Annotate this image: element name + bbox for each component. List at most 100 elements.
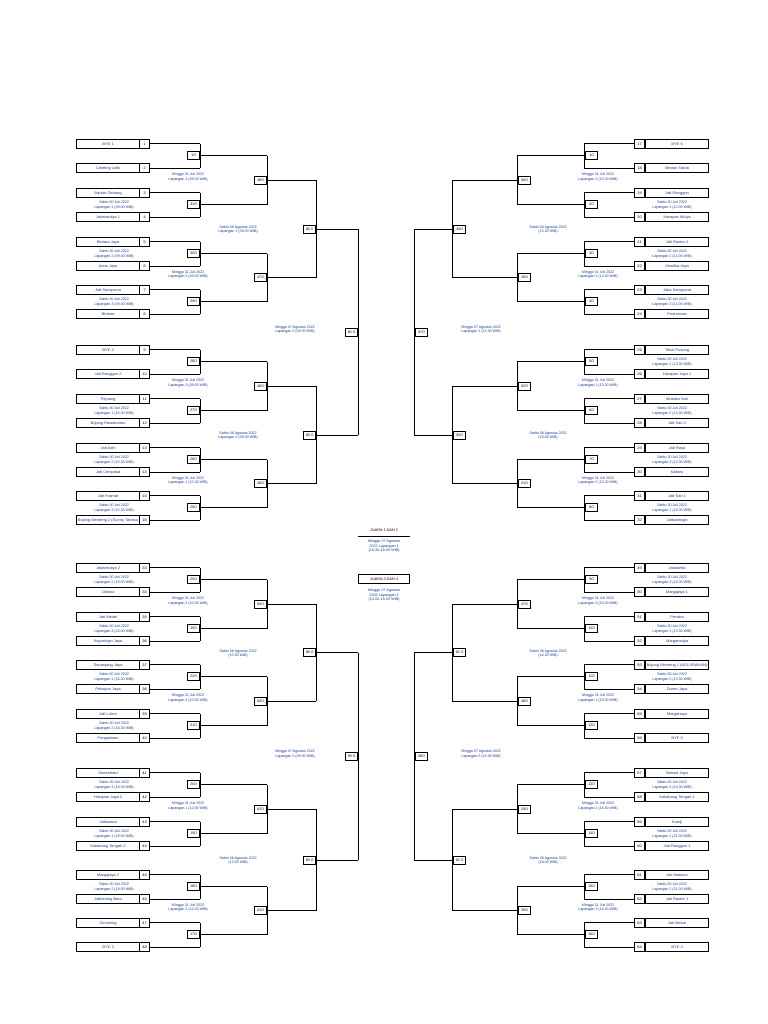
bracket-line xyxy=(452,385,517,387)
winner-box: 28O xyxy=(187,357,200,367)
winner-box: 18O xyxy=(187,882,200,892)
bracket-team: Jati Asih xyxy=(76,442,140,453)
bracket-team: Jati Luhur xyxy=(76,708,140,719)
bracket-line xyxy=(584,422,634,424)
bracket-line xyxy=(150,192,200,193)
seed-number: 22 xyxy=(634,261,645,271)
winner-box: 19O xyxy=(187,624,200,634)
winner-box: 60O xyxy=(254,599,267,609)
seed-number: 56 xyxy=(634,733,645,743)
bracket-team: Margamulya xyxy=(645,636,709,646)
seed-number: 1 xyxy=(139,138,150,149)
bracket-team: Jati Kramat xyxy=(76,490,140,501)
seed-number: 36 xyxy=(139,636,150,646)
bracket-line xyxy=(452,483,517,485)
bracket-line xyxy=(150,772,200,773)
bracket-line xyxy=(267,277,316,279)
seed-number: 40 xyxy=(139,733,150,743)
bracket-line xyxy=(584,241,634,242)
seed-number: 19 xyxy=(634,187,645,198)
bracket-line xyxy=(150,713,200,714)
winner-box: 27O xyxy=(187,406,200,416)
bracket-line xyxy=(583,447,585,472)
bracket-line xyxy=(584,591,634,593)
bracket-line xyxy=(150,398,200,399)
bracket-line xyxy=(584,713,634,714)
winner-box: 26O xyxy=(187,455,200,465)
bracket-team: Duren Jaya xyxy=(645,684,709,694)
winner-box: 1O xyxy=(585,151,598,161)
winner-box: 48O xyxy=(254,175,267,185)
bracket-line xyxy=(583,922,585,947)
bracket-team: Jabarmulya 1 xyxy=(76,212,140,222)
winner-box: 60 O xyxy=(345,327,358,337)
bracket-line xyxy=(516,579,518,629)
bracket-line xyxy=(451,809,453,911)
bracket-line xyxy=(267,700,316,702)
bracket-team: Harapan Jaya 2 xyxy=(76,792,140,802)
seed-number: 23 xyxy=(634,284,645,295)
winner-box: 2O xyxy=(585,200,598,210)
bracket-line xyxy=(517,253,584,255)
seed-number: 21 xyxy=(634,236,645,247)
bracket-team: BYE 4 xyxy=(645,942,709,952)
seed-number: 28 xyxy=(634,418,645,428)
seed-number: 9 xyxy=(139,344,150,355)
bracket-line xyxy=(583,874,585,899)
bracket-line xyxy=(200,934,267,936)
bracket-team: Kranji xyxy=(645,816,709,827)
bracket-line xyxy=(583,772,585,797)
bracket-line xyxy=(150,946,200,948)
seed-number: 2 xyxy=(139,163,150,173)
winner-box: 58 O xyxy=(303,648,316,658)
bracket-line xyxy=(357,652,359,860)
seed-number: 55 xyxy=(634,708,645,719)
bracket-team: Bekasi Jaya xyxy=(645,767,709,778)
seed-number: 53 xyxy=(634,659,645,670)
bracket-line xyxy=(516,784,518,834)
bracket-team: Cikiwul xyxy=(76,587,140,597)
winner-box: 49O xyxy=(518,273,531,283)
seed-number: 64 xyxy=(634,942,645,952)
bracket-line xyxy=(584,845,634,847)
bracket-line xyxy=(150,471,200,473)
bracket-line xyxy=(150,313,200,315)
seed-number: 54 xyxy=(634,684,645,694)
bracket-team: Jati Makmur xyxy=(645,869,709,880)
match-schedule: Sabtu 06 Agustus 2022(10.30 WIB) xyxy=(219,648,257,658)
bracket-line xyxy=(584,664,634,665)
bracket-line xyxy=(150,167,200,169)
bracket-team: Bojong Menteng 2 (Sunny Tarasu) xyxy=(76,515,140,525)
bracket-line xyxy=(583,713,585,738)
bracket-line xyxy=(150,567,200,568)
bracket-line xyxy=(584,495,634,496)
bracket-line xyxy=(316,652,358,654)
bracket-line xyxy=(316,434,358,436)
winner-box: 50O xyxy=(453,430,466,440)
seed-number: 34 xyxy=(139,587,150,597)
seed-number: 37 xyxy=(139,659,150,670)
winner-box: 31O xyxy=(187,200,200,210)
winner-box: 59 O xyxy=(303,855,316,865)
bracket-line xyxy=(200,459,267,461)
winner-box: 58O xyxy=(415,751,428,761)
seed-number: 35 xyxy=(139,611,150,622)
bracket-line xyxy=(584,772,634,773)
seed-number: 41 xyxy=(139,767,150,778)
bracket-team: Cibeting Udik xyxy=(76,163,140,173)
bracket-team: Jati Sari 1 xyxy=(645,490,709,501)
bracket-team: Jati Ranggon 1 xyxy=(645,841,709,851)
bracket-line xyxy=(150,737,200,739)
bracket-team: Jati Melati xyxy=(76,611,140,622)
